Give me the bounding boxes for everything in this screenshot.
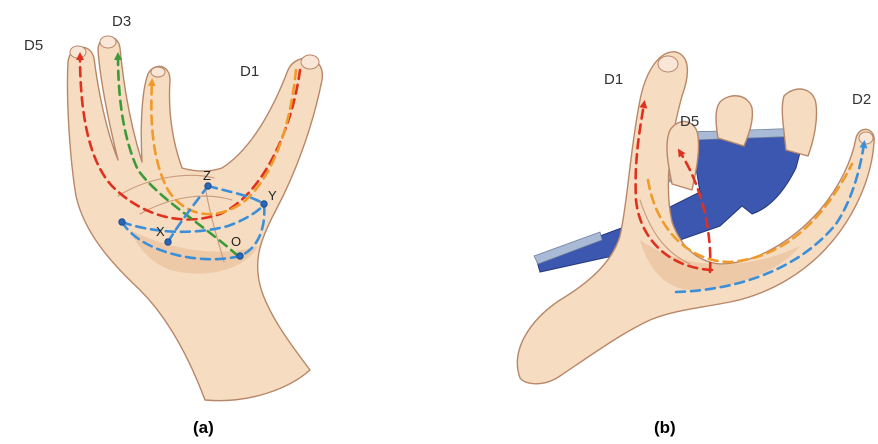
label-d1-b: D1 — [604, 71, 623, 88]
point-o — [237, 253, 243, 259]
point-ulnar — [119, 219, 125, 225]
label-point-o: O — [231, 234, 241, 249]
point-x — [165, 239, 171, 245]
panel-b-grasping-hand: D1 D5 D2 (b) — [517, 52, 874, 437]
point-z — [205, 183, 211, 189]
caption-b: (b) — [654, 418, 676, 437]
panel-a-open-hand: D5 D3 D1 Z Y X O (a) — [24, 13, 322, 437]
point-y — [261, 201, 267, 207]
label-d3-a: D3 — [112, 13, 131, 30]
hand-grasping-board-icon — [517, 52, 874, 384]
label-d2-b: D2 — [852, 91, 871, 108]
caption-a: (a) — [193, 418, 214, 437]
label-d5-b: D5 — [680, 113, 699, 130]
label-d5-a: D5 — [24, 37, 43, 54]
label-point-z: Z — [203, 168, 211, 183]
label-d1-a: D1 — [240, 63, 259, 80]
label-point-x: X — [156, 224, 165, 239]
label-point-y: Y — [268, 188, 277, 203]
